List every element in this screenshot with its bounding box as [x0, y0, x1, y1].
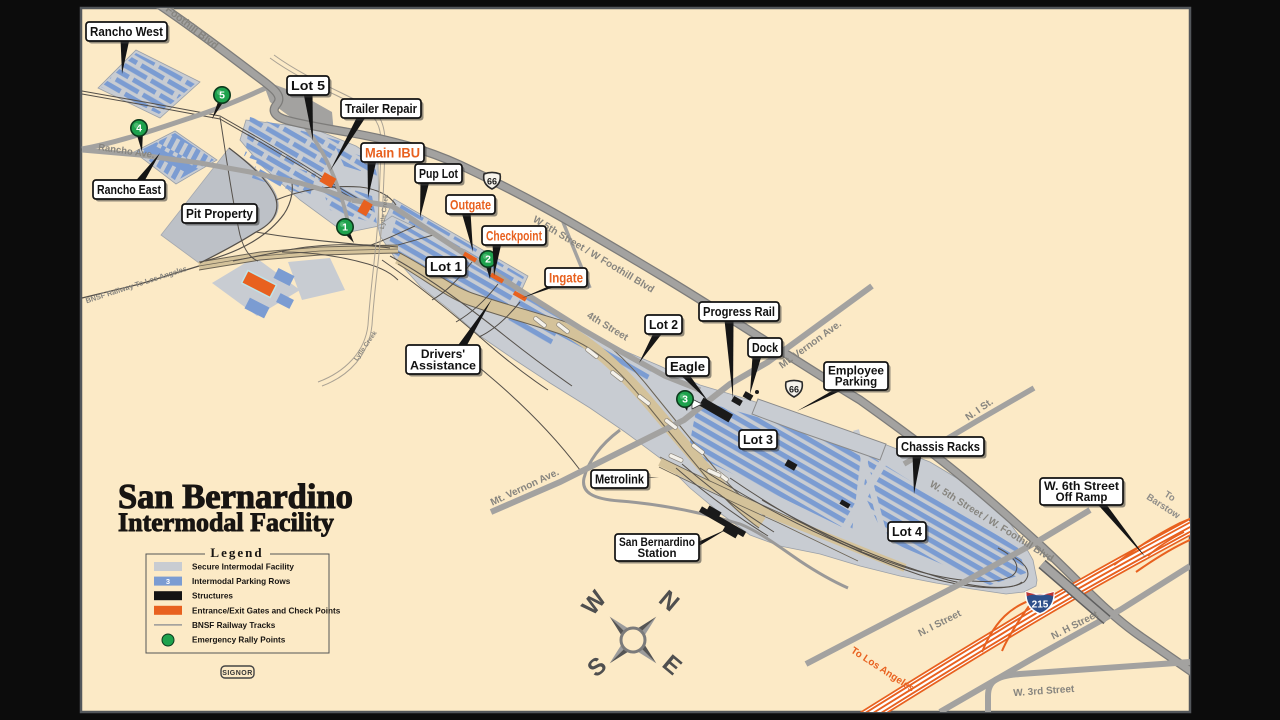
- svg-text:To: To: [1162, 489, 1177, 504]
- svg-text:Rancho East: Rancho East: [97, 182, 162, 197]
- svg-text:3: 3: [682, 394, 688, 406]
- svg-text:Trailer Repair: Trailer Repair: [345, 101, 417, 116]
- svg-text:Legend: Legend: [210, 545, 263, 560]
- svg-text:Outgate: Outgate: [450, 197, 491, 212]
- svg-text:Entrance/Exit Gates and Check: Entrance/Exit Gates and Check Points: [192, 606, 341, 615]
- svg-text:Emergency Rally Points: Emergency Rally Points: [192, 636, 286, 645]
- svg-text:Drivers': Drivers': [421, 347, 465, 361]
- svg-text:4: 4: [136, 123, 142, 135]
- svg-text:Ingate: Ingate: [549, 270, 583, 285]
- svg-text:Employee: Employee: [828, 366, 884, 378]
- svg-text:Lot 2: Lot 2: [649, 317, 678, 332]
- svg-text:Lytle Creek: Lytle Creek: [379, 194, 390, 230]
- svg-text:Lot 3: Lot 3: [743, 432, 773, 447]
- svg-text:San Bernardino: San Bernardino: [118, 478, 353, 516]
- svg-text:Lot 4: Lot 4: [892, 524, 923, 539]
- svg-text:5: 5: [219, 90, 225, 102]
- svg-text:SIGNOR: SIGNOR: [222, 670, 253, 677]
- svg-text:3: 3: [166, 577, 170, 586]
- svg-text:Main IBU: Main IBU: [365, 145, 420, 160]
- svg-text:Chassis Racks: Chassis Racks: [901, 439, 980, 454]
- svg-text:W. 3rd Street: W. 3rd Street: [1013, 684, 1075, 699]
- svg-text:Intermodal Facility: Intermodal Facility: [118, 508, 334, 537]
- svg-text:215: 215: [1032, 600, 1049, 611]
- svg-text:Lot 5: Lot 5: [291, 78, 325, 93]
- svg-text:2: 2: [485, 254, 491, 266]
- svg-text:Eagle: Eagle: [670, 359, 705, 374]
- svg-text:Lot 1: Lot 1: [430, 259, 462, 274]
- svg-text:W. 6th Street: W. 6th Street: [1044, 481, 1119, 493]
- svg-text:Progress Rail: Progress Rail: [703, 304, 775, 319]
- svg-text:1: 1: [342, 222, 348, 234]
- svg-text:BNSF Railway Tracks: BNSF Railway Tracks: [192, 621, 276, 630]
- svg-text:Structures: Structures: [192, 592, 233, 601]
- svg-text:Rancho West: Rancho West: [90, 24, 164, 39]
- svg-text:66: 66: [789, 385, 799, 395]
- svg-text:San Bernardino: San Bernardino: [619, 537, 695, 549]
- svg-text:Off Ramp: Off Ramp: [1056, 492, 1108, 504]
- svg-text:Station: Station: [638, 548, 677, 560]
- svg-text:66: 66: [487, 177, 497, 187]
- svg-text:Pup Lot: Pup Lot: [419, 166, 459, 181]
- svg-text:Metrolink: Metrolink: [595, 472, 645, 487]
- svg-text:Checkpoint: Checkpoint: [486, 228, 542, 243]
- svg-text:Dock: Dock: [752, 340, 779, 355]
- svg-text:Parking: Parking: [835, 377, 877, 389]
- svg-text:Secure Intermodal Facility: Secure Intermodal Facility: [192, 563, 294, 572]
- svg-text:Intermodal Parking Rows: Intermodal Parking Rows: [192, 577, 291, 586]
- svg-text:Assistance: Assistance: [410, 359, 476, 373]
- svg-text:Pit Property: Pit Property: [186, 206, 254, 221]
